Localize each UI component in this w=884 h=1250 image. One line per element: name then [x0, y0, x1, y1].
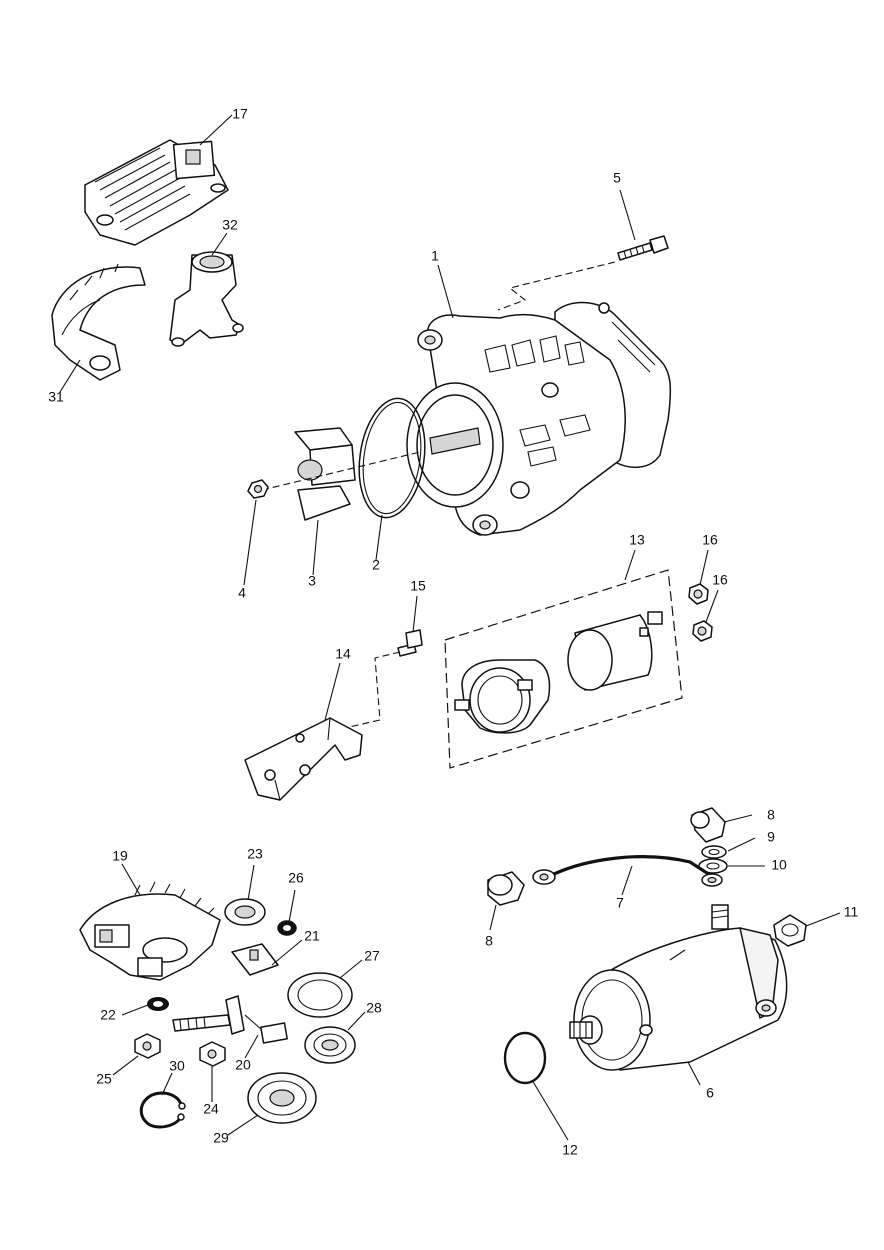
- rectifier-plate: [51, 263, 146, 381]
- o-ring-small: [503, 1031, 547, 1085]
- washer-9: [701, 845, 727, 859]
- coupling: [294, 427, 356, 521]
- spring-plate: [231, 943, 279, 976]
- callout-28: 28: [366, 1000, 382, 1016]
- callout-2: 2: [372, 557, 380, 573]
- brush-plate: [79, 881, 221, 981]
- callout-26: 26: [288, 870, 304, 886]
- callout-5: 5: [613, 170, 621, 186]
- callout-23: 23: [247, 846, 263, 862]
- o-ring-large: [358, 397, 426, 519]
- terminal-cap-lower: [487, 871, 525, 906]
- bolt-centerline: [497, 261, 616, 311]
- callout-29: 29: [213, 1130, 229, 1146]
- callout-17: 17: [232, 106, 248, 122]
- callout-19: 19: [112, 848, 128, 864]
- callout-27: 27: [364, 948, 380, 964]
- nut-16-lower: [692, 620, 713, 642]
- circlip: [139, 1091, 186, 1129]
- callout-24: 24: [203, 1101, 219, 1117]
- starter-cable: [532, 855, 723, 887]
- bolt-11: [773, 914, 807, 947]
- washer-26: [277, 920, 297, 936]
- bearing-28: [304, 1026, 356, 1064]
- callout-15: 15: [410, 578, 426, 594]
- o-ring-large-inner: [362, 401, 422, 515]
- callout-20: 20: [235, 1057, 251, 1073]
- terminal-cap-upper: [690, 807, 726, 843]
- callout-32: 32: [222, 217, 238, 233]
- callout-11: 11: [844, 904, 859, 920]
- washer-22: [147, 997, 169, 1011]
- nut-16-upper: [688, 583, 709, 605]
- callout-13: 13: [629, 532, 645, 548]
- callout-8-upper: 8: [767, 807, 775, 823]
- leader-lines: [59, 114, 841, 1141]
- callout-16-lower: 16: [712, 572, 728, 588]
- bearing-27: [287, 972, 353, 1018]
- relay-boot: [454, 659, 551, 734]
- oil-seal-23: [224, 898, 266, 926]
- callout-9: 9: [767, 829, 775, 845]
- screw: [397, 629, 423, 657]
- callout-7: 7: [616, 895, 624, 911]
- starter-motor: [569, 904, 788, 1071]
- brush-terminal: [172, 995, 288, 1044]
- callout-16-upper: 16: [702, 532, 718, 548]
- callout-1: 1: [431, 248, 439, 264]
- screw-centerline: [344, 651, 401, 729]
- callout-labels: 1 2 3 4 5 6 7 8 8 9 10 11 12 13 14 15 16…: [48, 106, 858, 1158]
- nut: [247, 479, 269, 499]
- callout-10: 10: [771, 857, 787, 873]
- callout-14: 14: [335, 646, 351, 662]
- callout-4: 4: [238, 585, 246, 601]
- callout-31: 31: [48, 389, 64, 405]
- alternator: [406, 301, 672, 536]
- brush-holder: [169, 251, 244, 347]
- shaft-centerline: [261, 451, 421, 491]
- callout-22: 22: [100, 1007, 116, 1023]
- bolt: [617, 235, 669, 261]
- callout-3: 3: [308, 573, 316, 589]
- relay-kit-box: [444, 569, 683, 769]
- callout-21: 21: [304, 928, 320, 944]
- callout-8-lower: 8: [485, 933, 493, 949]
- callout-25: 25: [96, 1071, 112, 1087]
- nut-25: [134, 1033, 161, 1059]
- callout-6: 6: [706, 1085, 714, 1101]
- bearing-29: [247, 1072, 317, 1124]
- callout-30: 30: [169, 1058, 185, 1074]
- regulator-rectifier: [84, 139, 229, 246]
- nut-24: [199, 1041, 226, 1067]
- callout-12: 12: [562, 1142, 578, 1158]
- starter-relay: [567, 611, 663, 691]
- bracket: [244, 717, 363, 801]
